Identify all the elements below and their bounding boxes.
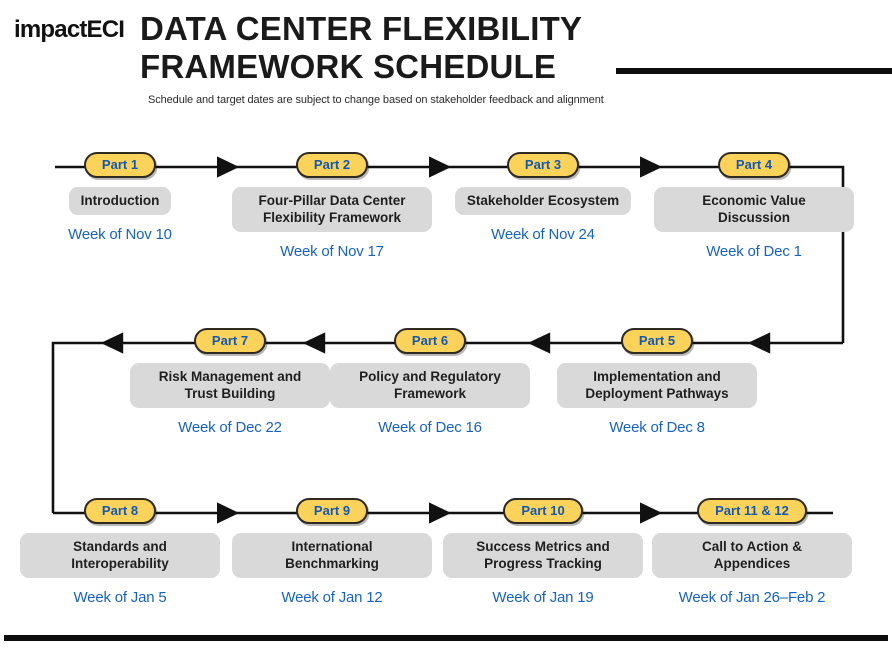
topic-chip-wrap: International Benchmarking bbox=[232, 533, 432, 578]
topic-chip-wrap: Success Metrics and Progress Tracking bbox=[443, 533, 643, 578]
topic-chip: Success Metrics and Progress Tracking bbox=[443, 533, 643, 578]
topic-chip: Standards and Interoperability bbox=[20, 533, 220, 578]
part-badge[interactable]: Part 1 bbox=[83, 152, 157, 178]
page-title: DATA CENTER FLEXIBILITY FRAMEWORK SCHEDU… bbox=[140, 10, 660, 86]
page-subtitle: Schedule and target dates are subject to… bbox=[148, 94, 604, 106]
topic-chip: Policy and Regulatory Framework bbox=[330, 363, 530, 408]
part-badge[interactable]: Part 10 bbox=[503, 498, 583, 524]
flow-node-part-6[interactable]: Part 6 Policy and Regulatory Framework W… bbox=[330, 328, 530, 436]
flow-node-part-8[interactable]: Part 8 Standards and Interoperability We… bbox=[20, 498, 220, 606]
part-badge[interactable]: Part 5 bbox=[620, 328, 694, 354]
page-title-line-1: DATA CENTER FLEXIBILITY bbox=[140, 10, 583, 47]
topic-chip: Stakeholder Ecosystem bbox=[454, 187, 632, 215]
node-date: Week of Nov 10 bbox=[68, 226, 172, 243]
part-badge[interactable]: Part 6 bbox=[393, 328, 467, 354]
topic-chip-wrap: Introduction bbox=[20, 187, 220, 215]
flow-node-part-7[interactable]: Part 7 Risk Management and Trust Buildin… bbox=[130, 328, 330, 436]
header-rule bbox=[616, 68, 892, 74]
flow-node-part-1[interactable]: Part 1 Introduction Week of Nov 10 bbox=[20, 152, 220, 243]
topic-chip: Risk Management and Trust Building bbox=[130, 363, 330, 408]
topic-chip: Implementation and Deployment Pathways bbox=[557, 363, 757, 408]
topic-chip-wrap: Implementation and Deployment Pathways bbox=[557, 363, 757, 408]
part-badge[interactable]: Part 2 bbox=[295, 152, 369, 178]
node-date: Week of Dec 16 bbox=[378, 419, 482, 436]
node-date: Week of Jan 12 bbox=[281, 589, 383, 606]
flow-connectors bbox=[51, 156, 845, 524]
topic-chip-wrap: Policy and Regulatory Framework bbox=[330, 363, 530, 408]
node-date: Week of Jan 19 bbox=[492, 589, 594, 606]
flow-node-part-5[interactable]: Part 5 Implementation and Deployment Pat… bbox=[557, 328, 757, 436]
flow-node-part-10[interactable]: Part 10 Success Metrics and Progress Tra… bbox=[443, 498, 643, 606]
flow-node-part-2[interactable]: Part 2 Four-Pillar Data Center Flexibili… bbox=[232, 152, 432, 260]
part-badge[interactable]: Part 9 bbox=[295, 498, 369, 524]
flow-node-part-11-12[interactable]: Part 11 & 12 Call to Action & Appendices… bbox=[652, 498, 852, 606]
node-date: Week of Dec 8 bbox=[609, 419, 705, 436]
topic-chip-wrap: Risk Management and Trust Building bbox=[130, 363, 330, 408]
part-badge[interactable]: Part 4 bbox=[717, 152, 791, 178]
flow-node-part-9[interactable]: Part 9 International Benchmarking Week o… bbox=[232, 498, 432, 606]
node-date: Week of Jan 26–Feb 2 bbox=[678, 589, 826, 606]
topic-chip-wrap: Four-Pillar Data Center Flexibility Fram… bbox=[232, 187, 432, 232]
brand-logo: impactECI bbox=[14, 16, 125, 43]
node-date: Week of Nov 24 bbox=[491, 226, 595, 243]
topic-chip: Introduction bbox=[68, 187, 172, 215]
footer-rule bbox=[4, 635, 888, 641]
page-title-line-2: FRAMEWORK SCHEDULE bbox=[140, 48, 557, 85]
part-badge[interactable]: Part 7 bbox=[193, 328, 267, 354]
part-badge[interactable]: Part 8 bbox=[83, 498, 157, 524]
part-badge[interactable]: Part 11 & 12 bbox=[697, 498, 807, 524]
topic-chip: Four-Pillar Data Center Flexibility Fram… bbox=[232, 187, 432, 232]
node-date: Week of Dec 22 bbox=[178, 419, 282, 436]
node-date: Week of Dec 1 bbox=[706, 243, 802, 260]
flow-node-part-3[interactable]: Part 3 Stakeholder Ecosystem Week of Nov… bbox=[443, 152, 643, 243]
topic-chip-wrap: Stakeholder Ecosystem bbox=[443, 187, 643, 215]
schedule-flowchart: Part 1 Introduction Week of Nov 10 Part … bbox=[0, 120, 892, 630]
topic-chip-wrap: Call to Action & Appendices bbox=[652, 533, 852, 578]
part-badge[interactable]: Part 3 bbox=[506, 152, 580, 178]
flow-node-part-4[interactable]: Part 4 Economic Value Discussion Week of… bbox=[654, 152, 854, 260]
topic-chip-wrap: Economic Value Discussion bbox=[654, 187, 854, 232]
topic-chip: Call to Action & Appendices bbox=[652, 533, 852, 578]
node-date: Week of Nov 17 bbox=[280, 243, 384, 260]
node-date: Week of Jan 5 bbox=[73, 589, 167, 606]
topic-chip: International Benchmarking bbox=[232, 533, 432, 578]
topic-chip-wrap: Standards and Interoperability bbox=[20, 533, 220, 578]
page-header: impactECI DATA CENTER FLEXIBILITY FRAMEW… bbox=[0, 0, 892, 120]
topic-chip: Economic Value Discussion bbox=[654, 187, 854, 232]
